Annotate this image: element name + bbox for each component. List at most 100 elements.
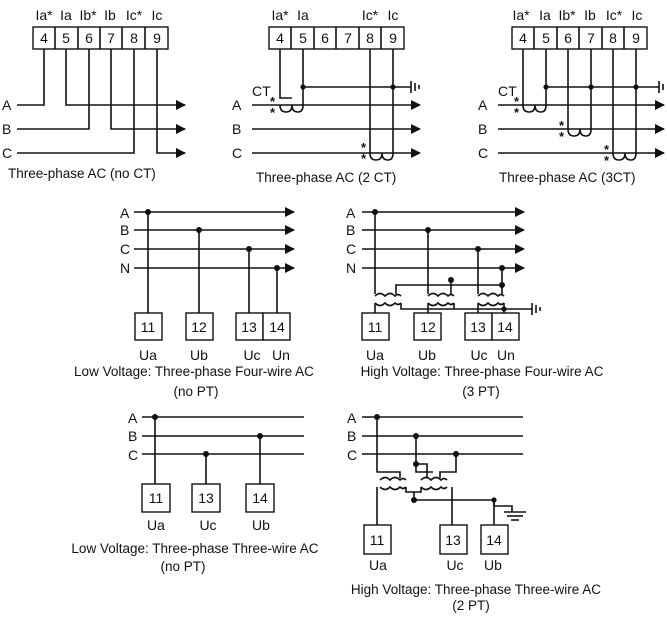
terminal-14-label: 14: [252, 490, 268, 506]
terminal-8: 8: [366, 30, 374, 46]
terminal-11-label: 11: [370, 532, 385, 548]
polarity-mark: *: [604, 153, 610, 168]
line-label-n: N: [120, 260, 130, 276]
terminal-4: 4: [519, 30, 527, 46]
pt-1-secondary: [379, 485, 407, 491]
label-ub: Ub: [190, 347, 208, 363]
ground-icon: [531, 303, 541, 315]
terminal-4: 4: [276, 30, 284, 46]
header-ib-star: Ib*: [558, 7, 576, 23]
header-ia-star: Ia*: [512, 7, 530, 23]
ct-c-coil: [369, 152, 394, 161]
header-ic-star: Ic*: [126, 7, 143, 23]
terminal-8: 8: [130, 30, 138, 46]
terminal-11: [361, 312, 390, 341]
line-label-a: A: [2, 97, 12, 113]
line-label-a: A: [478, 97, 488, 113]
label-ua: Ua: [139, 347, 157, 363]
terminal-13-label: 13: [445, 532, 461, 548]
ground-icon: [410, 81, 420, 93]
terminal-6: 6: [564, 30, 572, 46]
ct-a-coil: [279, 104, 304, 113]
common-wire: [302, 49, 411, 88]
terminal-11: [134, 312, 163, 341]
terminal-5: 5: [299, 30, 307, 46]
terminal-4: 4: [40, 30, 48, 46]
caption-sub: (no PT): [173, 384, 218, 399]
terminal-7: 7: [587, 30, 595, 46]
wire-b-in: [17, 49, 90, 130]
terminal-11-label: 11: [149, 490, 164, 506]
terminal-9: 9: [153, 30, 161, 46]
caption: Three-phase AC (no CT): [8, 166, 156, 181]
ct-a-coil: [522, 104, 547, 113]
terminal-5: 5: [542, 30, 550, 46]
line-label-c: C: [2, 145, 12, 161]
terminal-12-label: 12: [191, 319, 207, 335]
panel-lv-three-wire: A B C 11 13 14 Ua Uc Ub Low Voltage: Thr…: [71, 410, 318, 574]
terminal-6: 6: [85, 30, 93, 46]
wire-b-out: [110, 49, 186, 134]
panel-hv-three-wire: A B C 11 13 14 Ua: [347, 410, 601, 613]
header-ic: Ic: [152, 7, 163, 23]
label-ub: Ub: [252, 517, 270, 533]
terminal-8: 8: [609, 30, 617, 46]
label-ua: Ua: [147, 517, 165, 533]
panel-lv-four-wire: A B C N 11 12 13 14 Ua Ub Uc Un Low Volt…: [74, 205, 314, 399]
terminal-13-label: 13: [470, 319, 486, 335]
panel-hv-four-wire: A B C N: [346, 205, 604, 399]
terminal-14-label: 14: [269, 319, 285, 335]
line-label-b: B: [2, 121, 11, 137]
caption: Low Voltage: Three-phase Three-wire AC: [71, 541, 318, 556]
header-ic-star: Ic*: [606, 7, 623, 23]
terminal-11-label: 11: [368, 319, 383, 335]
line-label-c: C: [478, 145, 488, 161]
header-ia: Ia: [60, 7, 72, 23]
pt-b-secondary: [427, 301, 455, 307]
common-wire: [545, 49, 659, 88]
polarity-mark: *: [559, 129, 565, 144]
terminal-7: 7: [344, 30, 352, 46]
terminal-12: [413, 312, 442, 341]
terminal-14: [491, 312, 520, 341]
terminal-13: [191, 483, 221, 513]
header-ia: Ia: [297, 7, 309, 23]
line-label-n: N: [346, 260, 356, 276]
header-ib: Ib: [104, 7, 116, 23]
polarity-mark: *: [514, 94, 520, 109]
caption: Three-phase AC (2 CT): [256, 170, 396, 185]
header-ic: Ic: [388, 7, 399, 23]
line-label-c: C: [128, 447, 138, 463]
terminal-13-label: 13: [198, 490, 214, 506]
ground-icon: [658, 81, 664, 93]
ground-icon: [504, 511, 526, 521]
header-ic: Ic: [632, 7, 643, 23]
polarity-mark: *: [514, 105, 520, 120]
label-uc: Uc: [243, 347, 260, 363]
ct-b-coil: [567, 128, 592, 137]
terminal-14: [480, 524, 509, 555]
caption: Three-phase AC (3CT): [499, 170, 636, 185]
polarity-mark: *: [559, 118, 565, 133]
terminal-11: [141, 483, 171, 513]
line-label-c: C: [346, 241, 356, 257]
polarity-mark: *: [604, 142, 610, 157]
ct-a-lead: [279, 49, 292, 99]
wire-c-out: [156, 49, 186, 158]
caption: Low Voltage: Three-phase Four-wire AC: [74, 364, 314, 379]
polarity-mark: *: [270, 105, 276, 120]
header-ia: Ia: [539, 7, 551, 23]
label-un: Un: [497, 347, 515, 363]
line-label-c: C: [347, 447, 357, 463]
line-label-a: A: [346, 205, 356, 221]
line-label-a: A: [347, 410, 357, 426]
line-label-c: C: [232, 145, 242, 161]
label-ua: Ua: [369, 557, 387, 573]
line-label-b: B: [120, 222, 129, 238]
caption: High Voltage: Three-phase Four-wire AC: [361, 364, 604, 379]
line-label-b: B: [128, 428, 137, 444]
wire-a-out: [65, 49, 186, 110]
terminal-14: [262, 312, 291, 341]
ct-label: CT: [252, 83, 271, 99]
header-ic-star: Ic*: [362, 7, 379, 23]
